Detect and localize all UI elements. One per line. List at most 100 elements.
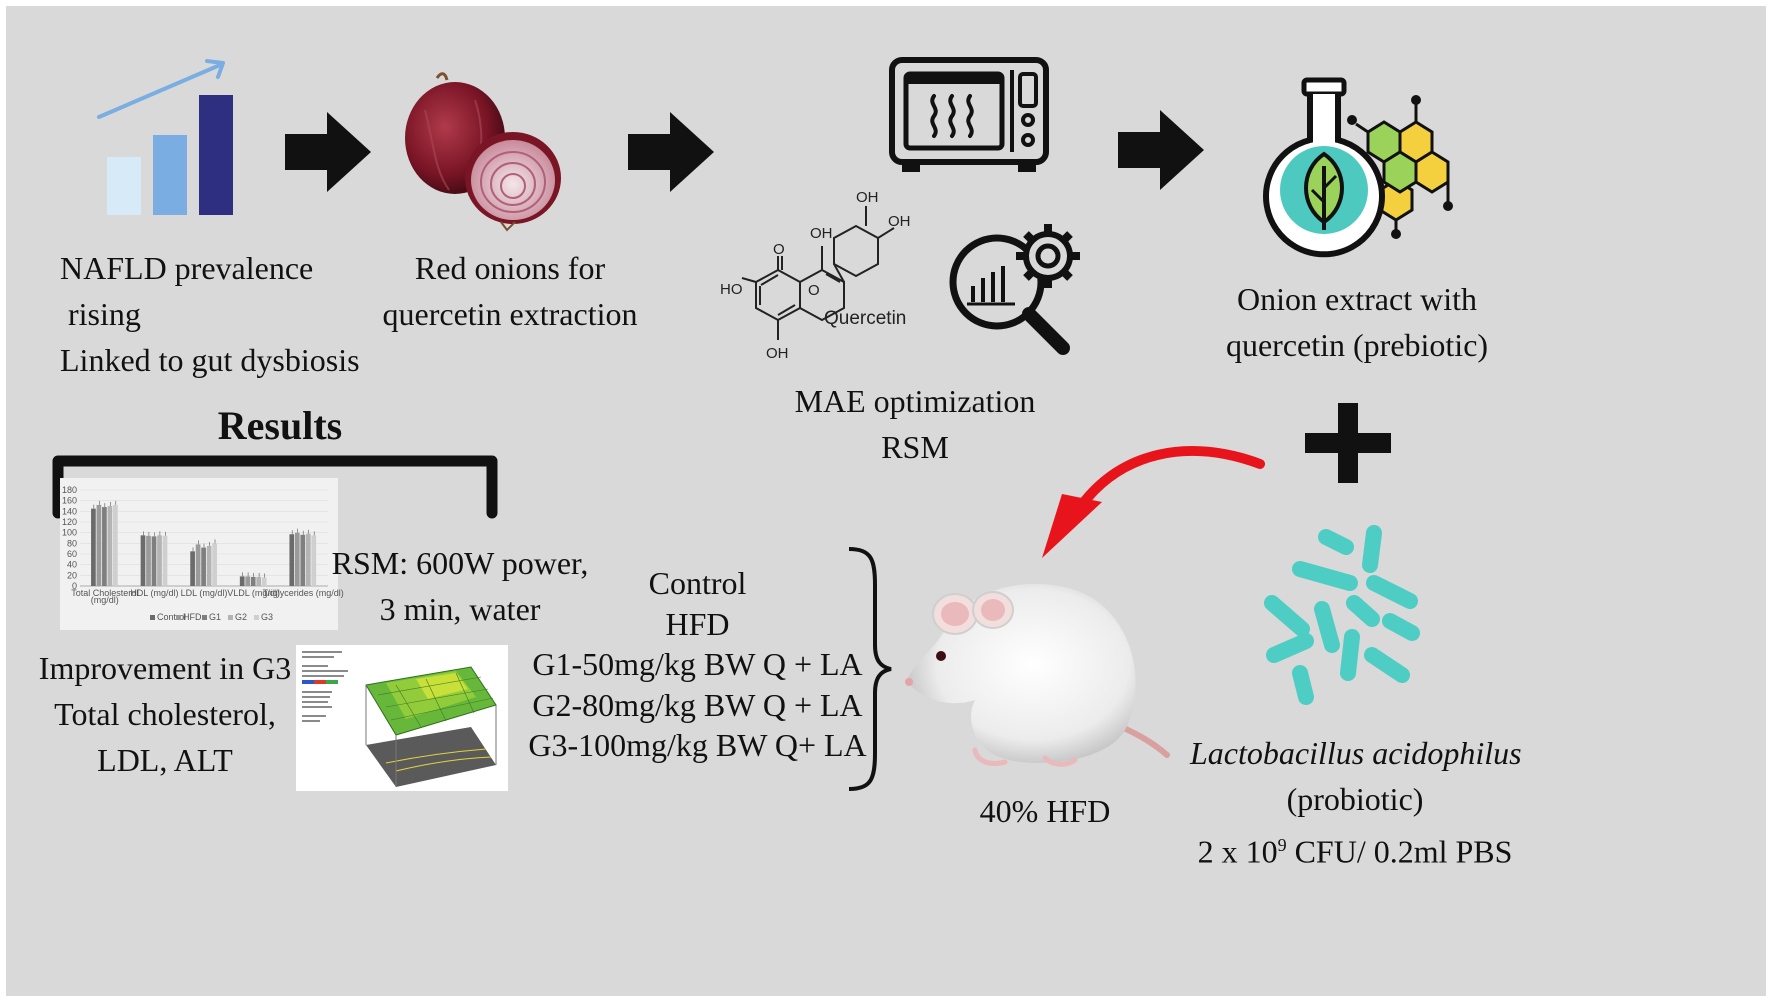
chart-y-tick-label: 40 <box>67 560 77 570</box>
extract-line1: Onion extract with <box>1237 281 1477 317</box>
chart-bar <box>201 547 206 586</box>
red-curved-arrow <box>1042 446 1265 558</box>
chart-y-tick-label: 140 <box>62 506 77 516</box>
quercetin-label: Quercetin <box>824 308 906 329</box>
rsm-surface-plot-thumbnail <box>296 645 508 791</box>
probiotic-line3: 2 x 109 CFU/ 0.2ml PBS <box>1190 822 1520 875</box>
probiotic-caption: Lactobacillus acidophilus (probiotic) 2 … <box>1190 730 1522 875</box>
chart-bar <box>305 533 311 586</box>
rsm-result-caption: RSM: 600W power, 3 min, water <box>330 540 590 632</box>
group-brace <box>848 547 892 791</box>
plus-icon <box>1305 403 1391 483</box>
nafld-line1: NAFLD prevalence <box>60 250 314 286</box>
red-onion-icon <box>405 72 561 232</box>
chart-legend-swatch <box>228 615 233 620</box>
group-item: G2-80mg/kg BW Q + LA <box>532 686 863 723</box>
dose-suffix: CFU/ 0.2ml PBS <box>1286 833 1513 870</box>
chart-legend-label: G1 <box>209 612 221 622</box>
probiotic-line2: (probiotic) <box>1286 781 1424 817</box>
chart-x-tick-label: HDL (mg/dl) <box>130 588 178 598</box>
group-list: Control HFD G1-50mg/kg BW Q + LA G2-80mg… <box>520 563 875 766</box>
chart-bar <box>162 535 168 586</box>
chart-bar <box>91 508 96 586</box>
onion-caption: Red onions for quercetin extraction <box>380 245 640 337</box>
chart-x-tick-label: Triglycerides (mg/dl) <box>263 588 344 598</box>
chart-y-tick-label: 0 <box>72 581 77 591</box>
chart-bar <box>151 536 157 586</box>
dose-prefix: 2 x 10 <box>1197 833 1278 870</box>
improve-line3: LDL, ALT <box>97 742 233 778</box>
chart-legend-label: HFD <box>183 612 202 622</box>
rsm-line1: RSM: 600W power, <box>331 545 589 581</box>
chart-y-tick-label: 120 <box>62 517 77 527</box>
mae-line1: MAE optimization <box>794 383 1036 419</box>
chart-bar <box>146 535 151 586</box>
dose-exponent: 9 <box>1277 835 1287 855</box>
flow-arrow-icon <box>628 112 714 192</box>
chart-x-tick-label: LDL (mg/dl) <box>181 588 228 598</box>
chart-bar <box>245 576 251 586</box>
chart-y-tick-label: 100 <box>62 528 77 538</box>
probiotic-line1: Lactobacillus acidophilus <box>1190 735 1522 771</box>
chart-bar <box>300 534 306 586</box>
oh-label: OH <box>856 189 879 206</box>
microwave-icon <box>889 57 1049 172</box>
chart-x-tick-label: (mg/dl) <box>91 595 119 605</box>
chart-legend-swatch <box>202 615 207 620</box>
rat-caption: 40% HFD <box>979 793 1111 829</box>
chart-y-tick-label: 80 <box>67 538 77 548</box>
onion-line1: Red onions for <box>414 250 606 286</box>
white-rat-illustration <box>905 583 1170 767</box>
chart-bar <box>195 544 201 586</box>
oh-label: OH <box>810 225 833 242</box>
chart-legend-label: Control <box>157 612 186 622</box>
chart-bar <box>190 551 195 586</box>
optimization-analysis-icon <box>949 224 1080 355</box>
chart-x-tick-label: Total Cholesterol <box>71 588 138 598</box>
chart-bar <box>113 504 118 586</box>
nafld-line2: rising <box>68 296 141 332</box>
improve-line1: Improvement in G3 <box>38 650 292 686</box>
chart-y-tick-label: 160 <box>62 496 77 506</box>
chart-y-tick-label: 180 <box>62 485 77 495</box>
o-label: O <box>808 282 820 299</box>
oh-label: OH <box>766 345 789 362</box>
chart-bar <box>212 543 217 586</box>
chart-y-tick-label: 60 <box>67 549 77 559</box>
chart-legend-swatch <box>176 615 181 620</box>
mae-caption: MAE optimization RSM <box>770 378 1060 470</box>
extract-caption: Onion extract with quercetin (prebiotic) <box>1212 276 1502 368</box>
chart-legend-label: G3 <box>261 612 273 622</box>
improve-line2: Total cholesterol, <box>54 696 276 732</box>
chart-bar <box>140 535 146 586</box>
group-item: Control <box>648 565 747 601</box>
chart-bar <box>107 506 113 586</box>
results-bracket <box>52 455 498 519</box>
chart-legend-swatch <box>254 615 259 620</box>
chart-bar <box>256 576 262 586</box>
chart-legend-label: G2 <box>235 612 247 622</box>
o-label: O <box>773 241 785 258</box>
chart-bar <box>311 535 317 586</box>
chart-bar <box>206 546 212 586</box>
mae-line2: RSM <box>881 429 949 465</box>
chart-bar <box>96 504 102 586</box>
ho-label: HO <box>720 281 743 298</box>
flask-extract-icon <box>1263 77 1453 258</box>
chart-y-tick-label: 20 <box>67 570 77 580</box>
nafld-line3: Linked to gut dysbiosis <box>60 342 360 378</box>
quercetin-structure: OH OH OH O HO O OH Quercetin <box>720 189 911 362</box>
chart-bar <box>261 577 267 586</box>
flow-arrow-icon <box>1118 110 1204 190</box>
rising-bar-chart-icon <box>97 59 233 215</box>
flow-arrow-icon <box>285 112 371 192</box>
rsm-line2: 3 min, water <box>379 591 541 627</box>
improvement-caption: Improvement in G3 Total cholesterol, LDL… <box>30 645 300 783</box>
chart-bar <box>102 507 107 586</box>
chart-bar <box>294 532 300 586</box>
chart-bar <box>289 534 295 586</box>
oh-label: OH <box>888 213 911 230</box>
results-title: Results <box>217 403 343 448</box>
lactobacillus-bacteria-icon <box>1264 525 1420 705</box>
